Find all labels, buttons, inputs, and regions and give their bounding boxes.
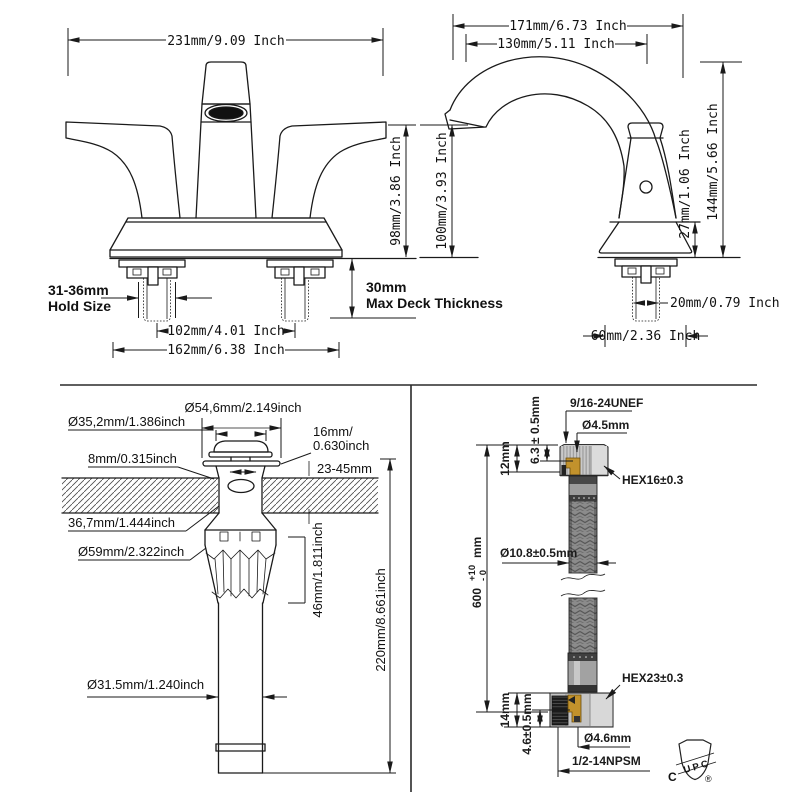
dim-side-shank-diameter: 20mm/0.79 Inch (633, 296, 780, 311)
hose-hex-top-label: HEX16±0.3 (622, 473, 684, 487)
hose-hex-bottom-label: HEX23±0.3 (622, 671, 684, 685)
drain-drawing: Ø54,6mm/2.149inch Ø35,2mm/1.386inch 16mm… (61, 400, 396, 774)
drain-lip-label: 8mm/0.315inch (88, 451, 177, 466)
hose-dia-label: Ø10.8±0.5mm (500, 546, 577, 560)
side-base-height-label: 27mm/1.06 Inch (678, 129, 693, 239)
dim-hose-thread-bottom: 1/2-14NPSM (557, 727, 650, 777)
dim-front-hold-size: 31-36mm Hold Size (48, 282, 212, 318)
front-view-drawing: 231mm/9.09 Inch 98mm/3.86 Inch 30mm Max … (48, 28, 503, 358)
front-deck-label-2: Max Deck Thickness (366, 295, 503, 311)
hose-nut-top-height-label: 12mm (498, 441, 512, 476)
dim-drain-nut-height: 46mm/1.811inch (288, 522, 325, 618)
dim-hose-bore-bottom: Ø4.6mm (577, 727, 631, 750)
upc-shield-icon (678, 739, 712, 781)
dim-front-total-width: 231mm/9.09 Inch (67, 28, 384, 76)
drain-outline (202, 440, 281, 774)
dim-drain-lip: 8mm/0.315inch (88, 451, 215, 480)
drain-deck-range-label: 23-45mm (317, 461, 372, 476)
dim-drain-lift: 16mm/ 0.630inch (229, 424, 369, 475)
front-base-width-label: 162mm/6.38 Inch (167, 343, 284, 358)
side-base-dia-label: 60mm/2.36 Inch (591, 329, 701, 344)
side-depth-label: 171mm/6.73 Inch (509, 19, 626, 34)
drain-tail-dia-label: Ø31.5mm/1.240inch (87, 677, 204, 692)
front-hold-size-label-2: Hold Size (48, 298, 111, 314)
dim-front-base-width: 162mm/6.38 Inch (112, 342, 340, 358)
hose-length-unit: mm (470, 537, 484, 558)
dim-side-base-height: 27mm/1.06 Inch (678, 129, 698, 258)
dim-side-total-depth: 171mm/6.73 Inch (452, 14, 684, 78)
dim-drain-total-height: 220mm/8.661inch (263, 458, 396, 774)
dim-hose-insert-depth-bottom: 4.6±0.5mm (520, 693, 570, 755)
dim-front-handle-height: 98mm/3.86 Inch (388, 124, 416, 258)
dim-drain-tail-dia: Ø31.5mm/1.240inch (87, 677, 287, 700)
hose-top-ferrule (568, 475, 598, 502)
hose-insert-depth-top-label: 6.3 ± 0.5mm (528, 396, 542, 464)
hose-bore-top-label: Ø4.5mm (582, 418, 629, 432)
dim-hose-thread-top: 9/16-24UNEF (563, 396, 643, 444)
drain-nut-height-label: 46mm/1.811inch (310, 522, 325, 617)
drain-lift-label-1: 16mm/ (313, 424, 353, 439)
faucet-side-outline (419, 56, 741, 259)
front-shank-left (118, 259, 186, 322)
hose-length-value: 600 (470, 588, 484, 608)
dim-side-total-height: 144mm/5.66 Inch (700, 61, 742, 258)
dim-hose-nut-bottom-height: 14mm (498, 692, 557, 728)
front-spacing-label: 102mm/4.01 Inch (167, 324, 284, 339)
upc-c-mark: C (668, 770, 677, 784)
dim-drain-deck-range: 23-45mm (308, 461, 372, 524)
side-spout-height-label: 100mm/3.93 Inch (435, 132, 450, 249)
dim-drain-nut-dia: Ø59mm/2.322inch (78, 544, 207, 561)
hose-nut-bottom-height-label: 14mm (498, 693, 512, 728)
hose-braided-tube (560, 500, 606, 654)
hose-bottom-ferrule (567, 652, 598, 693)
front-deck-label-1: 30mm (366, 279, 406, 295)
drain-cap-dia-label: Ø35,2mm/1.386inch (68, 414, 185, 429)
drain-total-height-label: 220mm/8.661inch (373, 568, 388, 671)
side-reach-label: 130mm/5.11 Inch (497, 37, 614, 52)
hose-bore-bottom-label: Ø4.6mm (584, 731, 631, 745)
dim-hose-hex-top: HEX16±0.3 (603, 465, 684, 487)
side-shank (614, 258, 678, 322)
faucet-front-outline (65, 61, 417, 260)
dim-side-base-diameter: 60mm/2.36 Inch (583, 325, 708, 347)
dim-front-hole-spacing: 102mm/4.01 Inch (156, 323, 296, 339)
dim-drain-body-height: 36,7mm/1.444inch (68, 505, 220, 532)
side-total-height-label: 144mm/5.66 Inch (706, 103, 721, 220)
dim-drain-cap-dia: Ø35,2mm/1.386inch (68, 414, 267, 441)
dim-hose-length: 600 +10 - 0 mm (467, 444, 548, 713)
hose-top-nut (559, 443, 609, 477)
drain-nut-dia-label: Ø59mm/2.322inch (78, 544, 184, 559)
hose-length-tol-minus: - 0 (478, 570, 489, 581)
front-shank-right (266, 259, 334, 322)
hose-thread-top-label: 9/16-24UNEF (570, 396, 643, 410)
upc-registered-mark: ® (705, 774, 712, 784)
front-width-total-label: 231mm/9.09 Inch (167, 34, 284, 49)
side-shank-dia-label: 20mm/0.79 Inch (670, 296, 780, 311)
front-hold-size-label-1: 31-36mm (48, 282, 109, 298)
dim-drain-flange-dia: Ø54,6mm/2.149inch (184, 400, 302, 458)
side-view-drawing: 171mm/6.73 Inch 130mm/5.11 Inch 100mm/3.… (419, 14, 780, 347)
drain-flange-dia-label: Ø54,6mm/2.149inch (184, 400, 301, 415)
dim-front-deck-thickness: 30mm Max Deck Thickness (330, 258, 503, 319)
dim-side-spout-reach: 130mm/5.11 Inch (465, 34, 648, 64)
dim-hose-insert-depth-top: 6.3 ± 0.5mm (528, 396, 573, 464)
dim-hose-hex-bottom: HEX23±0.3 (605, 671, 684, 700)
hose-thread-bottom-label: 1/2-14NPSM (572, 754, 641, 768)
dim-hose-diameter: Ø10.8±0.5mm (500, 546, 616, 566)
hose-drawing: 9/16-24UNEF Ø4.5mm 12mm 6.3 ± 0.5mm HEX1… (467, 396, 717, 784)
front-height-label: 98mm/3.86 Inch (389, 136, 404, 246)
drain-lift-label-2: 0.630inch (313, 438, 369, 453)
hose-length-tol-plus: +10 (467, 565, 478, 581)
drain-deck-slab (61, 477, 379, 514)
dim-hose-bore-top: Ø4.5mm (574, 418, 629, 453)
dim-side-spout-height: 100mm/3.93 Inch (420, 124, 468, 258)
hose-insert-depth-bottom-label: 4.6±0.5mm (520, 693, 534, 754)
upc-certification-badge: UPC C ® (668, 739, 717, 784)
drain-body-height-label: 36,7mm/1.444inch (68, 515, 175, 530)
